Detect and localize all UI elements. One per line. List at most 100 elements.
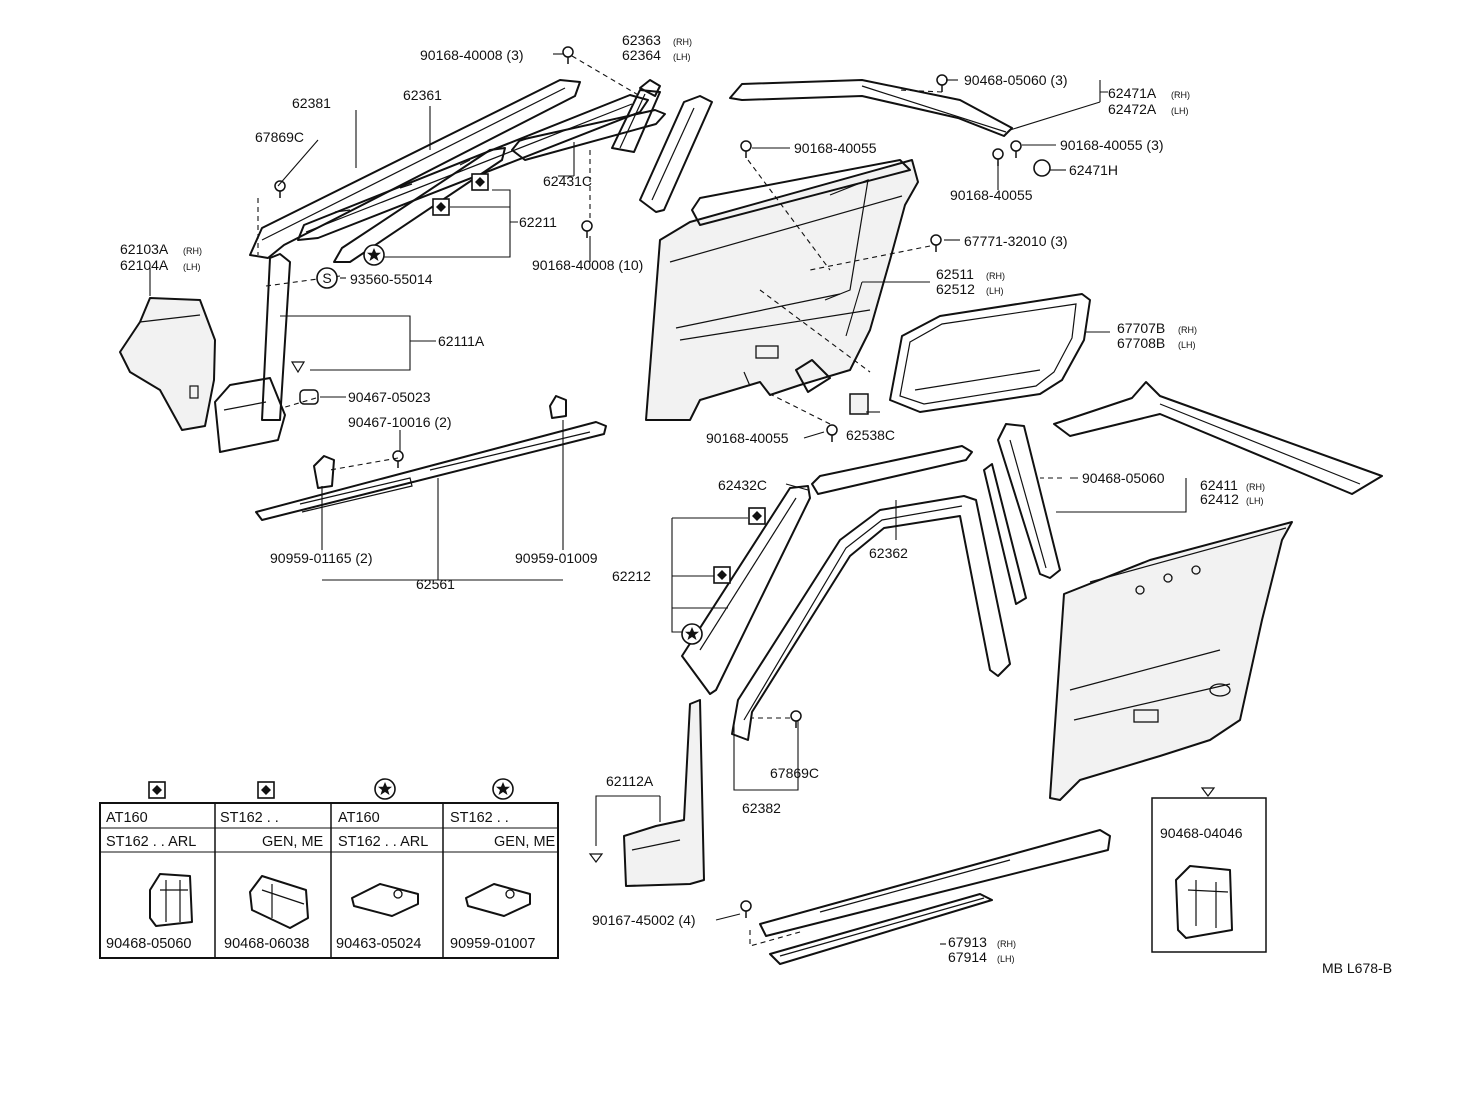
label-62471a: 62471A: [1108, 85, 1157, 101]
label-62103a-rh: (RH): [183, 246, 202, 256]
label-62103a: 62103A: [120, 241, 169, 257]
label-90167-45002: 90167-45002 (4): [592, 912, 696, 928]
cap-62471h: [1033, 159, 1051, 177]
table-col3-line2: ST162 . . ARL: [338, 834, 428, 850]
center-pillar-upper: [639, 95, 713, 213]
label-90168-40008-10: 90168-40008 (10): [532, 257, 643, 273]
windshield-pillar-garnish-62212: [681, 485, 811, 695]
label-67913-rh: (RH): [997, 939, 1016, 949]
table-col1-part: 90468-05060: [106, 936, 191, 952]
label-62511: 62511: [936, 266, 974, 282]
label-62511-rh: (RH): [986, 271, 1005, 281]
clip-90168-40055-c: [826, 424, 838, 443]
star-icon-62211: [363, 244, 385, 266]
quarter-window-moulding-67707b: [889, 293, 1091, 413]
label-67708b: 67708B: [1117, 335, 1165, 351]
clip-drawing-col4: [465, 883, 531, 917]
label-62412: 62412: [1200, 491, 1239, 507]
diamond-icon-62212-a: [748, 507, 766, 525]
label-62382: 62382: [742, 800, 781, 816]
label-62363: 62363: [622, 32, 661, 48]
scuff-plate-67913: [759, 829, 1111, 965]
clip-67771-32010: [930, 234, 942, 253]
diamond-icon-62212-b: [713, 566, 731, 584]
label-90168-40055-c: 90168-40055: [706, 430, 789, 446]
cowl-side-trim-62103a: [119, 297, 216, 431]
table-col2-line1: ST162 . .: [220, 810, 279, 826]
front-pillar-garnish-62111a: [214, 253, 291, 453]
roof-rail-front-62432c: [811, 445, 973, 495]
s-icon: S: [316, 267, 338, 289]
center-pillar-garnish: [997, 423, 1061, 579]
roof-side-inner-rail-62362: [731, 495, 1011, 741]
star-icon-col4: [492, 778, 514, 800]
label-62212: 62212: [612, 568, 651, 584]
clip-90168-40055-3: [1010, 140, 1022, 159]
lhd-mark-62112a: [588, 853, 604, 863]
label-90467-10016: 90467-10016 (2): [348, 414, 452, 430]
label-62412-lh: (LH): [1246, 496, 1264, 506]
label-90959-01165: 90959-01165 (2): [270, 550, 372, 566]
roof-side-rail-62411: [1053, 381, 1383, 495]
drawing-code: MB L678-B: [1322, 960, 1392, 976]
label-62104a: 62104A: [120, 257, 169, 273]
windshield-pillar-garnish-62211: [333, 147, 506, 263]
diamond-icon-col2: [257, 781, 275, 799]
clip-90468-04046-drawing: [1175, 865, 1233, 939]
table-col4-part: 90959-01007: [450, 936, 535, 952]
label-90168-40055-b: 90168-40055: [950, 187, 1033, 203]
label-62411-rh: (RH): [1246, 482, 1265, 492]
table-col1-line1: AT160: [106, 810, 148, 826]
table-col3-part: 90463-05024: [336, 936, 421, 952]
roof-side-rail-62381: [249, 79, 581, 259]
label-62381: 62381: [292, 95, 331, 111]
label-62364-lh: (LH): [673, 52, 691, 62]
label-67771-32010: 67771-32010 (3): [964, 233, 1068, 249]
label-67707b-rh: (RH): [1178, 325, 1197, 335]
table-col2-part: 90468-06038: [224, 936, 309, 952]
label-62471h: 62471H: [1069, 162, 1118, 178]
label-62104a-lh: (LH): [183, 262, 201, 272]
rear-side-trim-panel: [1049, 521, 1293, 801]
screw-90167-45002: [740, 900, 752, 919]
label-62431c: 62431C: [543, 173, 592, 189]
label-62432c: 62432C: [718, 477, 767, 493]
label-62472a-lh: (LH): [1171, 106, 1189, 116]
quarter-trim-panel-62511: [645, 159, 919, 421]
clip-67869c-bottom: [790, 710, 802, 729]
label-62362: 62362: [869, 545, 908, 561]
label-62411: 62411: [1200, 477, 1238, 493]
label-90168-40055-3: 90168-40055 (3): [1060, 137, 1164, 153]
clip-90467-10016: [392, 450, 404, 469]
plug-90467-05023: [299, 389, 319, 405]
pillar-strip: [983, 463, 1027, 605]
clip-drawing-col2: [249, 875, 309, 929]
label-67869c-bottom: 67869C: [770, 765, 819, 781]
label-67914-lh: (LH): [997, 954, 1015, 964]
clip-drawing-col1: [149, 873, 193, 927]
table-col4-line1: ST162 . .: [450, 810, 509, 826]
table-col4-line2: GEN, ME: [494, 834, 556, 850]
label-67914: 67914: [948, 949, 987, 965]
label-62112a: 62112A: [606, 773, 654, 789]
pillar-trim-62363: [611, 79, 661, 153]
roof-side-rail-62361: [297, 94, 649, 241]
diamond-icon-62211-a: [471, 173, 489, 191]
diamond-icon-col1: [148, 781, 166, 799]
lhd-mark-inset: [1200, 787, 1216, 797]
inset-box: [1151, 797, 1267, 953]
label-62561: 62561: [416, 576, 455, 592]
label-62211: 62211: [519, 214, 557, 230]
label-62512: 62512: [936, 281, 975, 297]
label-90468-05060-b: 90468-05060: [1082, 470, 1165, 486]
label-90468-04046: 90468-04046: [1160, 825, 1243, 841]
clip-62538c: [849, 393, 869, 415]
diamond-icon-62211-b: [432, 198, 450, 216]
clip-90468-05060-top: [936, 74, 948, 93]
clip-90168-40008-top: [562, 46, 574, 65]
label-90467-05023: 90467-05023: [348, 389, 431, 405]
label-90468-05060-3: 90468-05060 (3): [964, 72, 1068, 88]
s-icon-letter: S: [322, 270, 331, 286]
label-62111a: 62111A: [438, 333, 485, 349]
